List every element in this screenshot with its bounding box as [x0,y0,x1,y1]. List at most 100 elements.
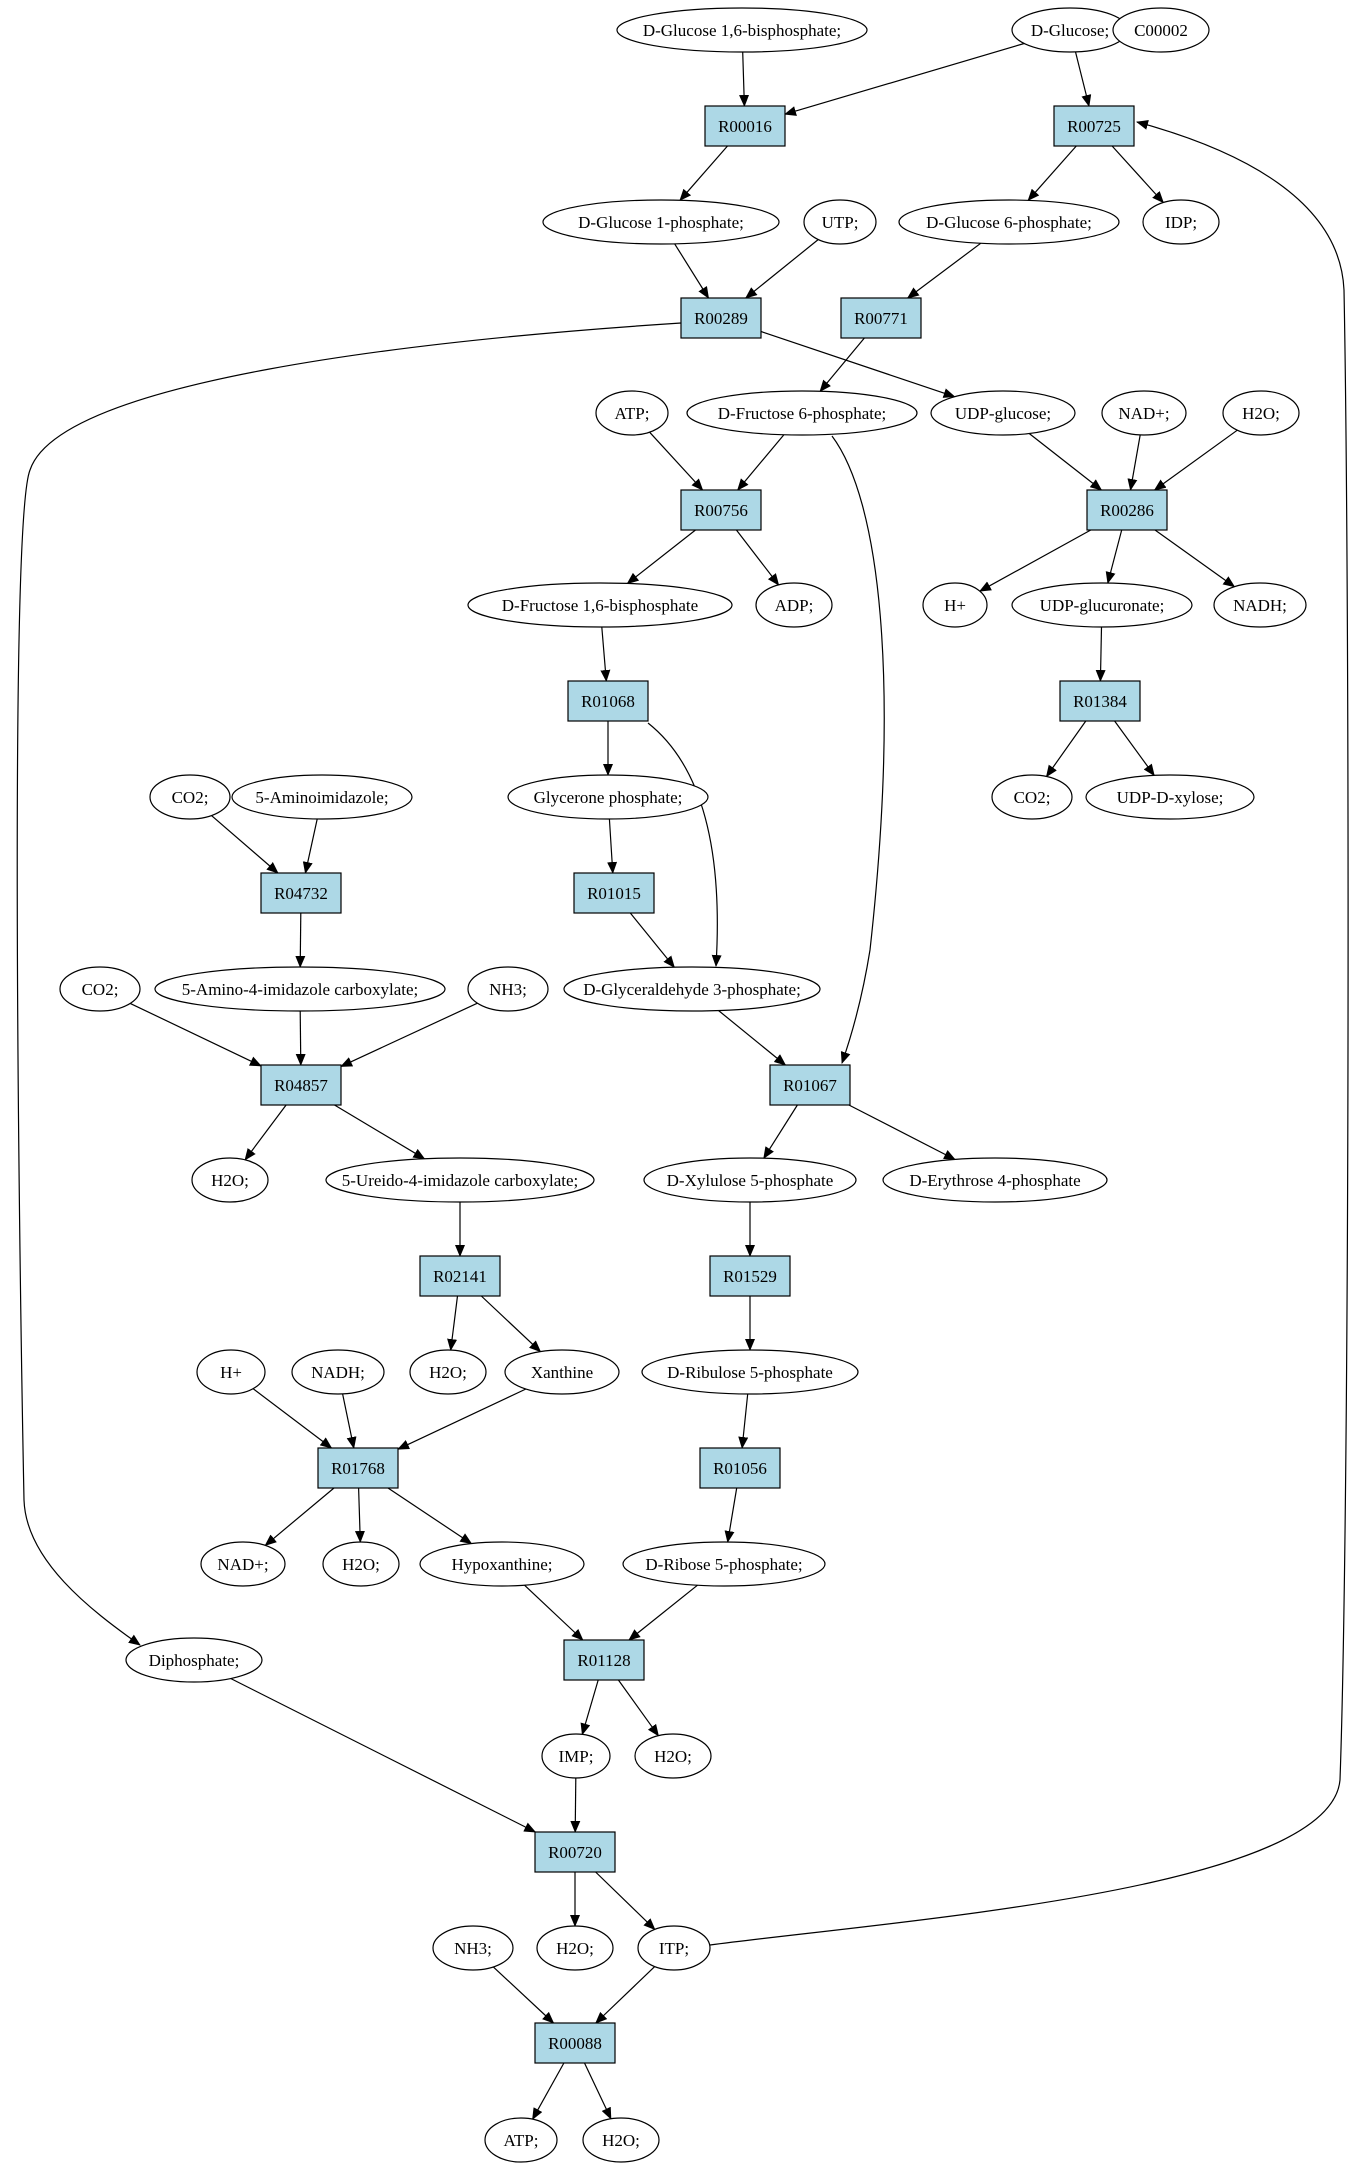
compound-label: H2O; [1242,404,1280,423]
compound-node-udpglcur[interactable]: UDP-glucuronate; [1011,582,1193,628]
edge-r01068-to-gap [647,722,722,967]
compound-node-nh3b[interactable]: NH3; [432,1925,514,1971]
reaction-label: R00088 [548,2034,602,2053]
compound-node-ureido[interactable]: 5-Ureido-4-imidazole carboxylate; [325,1157,595,1203]
reaction-node-r01768[interactable]: R01768 [317,1447,399,1489]
compound-node-nadh1[interactable]: NADH; [1213,582,1307,628]
compound-node-idp[interactable]: IDP; [1142,199,1220,245]
compound-node-g6p[interactable]: D-Glucose 6-phosphate; [898,199,1120,245]
compound-node-utp[interactable]: UTP; [803,199,877,245]
compound-label: D-Glucose 1-phosphate; [578,213,744,232]
compound-node-hypox[interactable]: Hypoxanthine; [419,1541,585,1587]
edge-aica-to-r04857 [295,1010,306,1066]
edge-r00289-to-udpglc [760,330,956,398]
compound-node-nadh2[interactable]: NADH; [291,1349,385,1395]
compound-label: NAD+; [1118,404,1169,423]
reaction-node-r01068[interactable]: R01068 [567,680,649,722]
compound-node-f16bp[interactable]: D-Fructose 1,6-bisphosphate [467,582,733,628]
compound-node-aminoimid[interactable]: 5-Aminoimidazole; [231,774,413,820]
compound-ellipse [1011,582,1193,628]
edge-r00286-to-udpglcur [1105,529,1123,584]
compound-node-ru5p[interactable]: D-Ribulose 5-phosphate [641,1349,859,1395]
reaction-node-r00286[interactable]: R00286 [1086,489,1168,531]
compound-node-gap[interactable]: D-Glyceraldehyde 3-phosphate; [563,966,821,1012]
reaction-node-r00289[interactable]: R00289 [680,297,762,339]
compound-ellipse [542,199,780,245]
reaction-node-r01384[interactable]: R01384 [1059,680,1141,722]
reaction-node-r00016[interactable]: R00016 [704,105,786,147]
compound-node-co2c[interactable]: CO2; [59,966,141,1012]
edge-co2a-to-r04732 [211,815,279,874]
compound-node-h2o4[interactable]: H2O; [322,1541,400,1587]
compound-node-co2a[interactable]: CO2; [149,774,231,820]
reaction-node-r00720[interactable]: R00720 [534,1831,616,1873]
reaction-node-r00771[interactable]: R00771 [840,297,922,339]
compound-node-hplus2[interactable]: H+ [196,1349,266,1395]
compound-node-nh3a[interactable]: NH3; [467,966,549,1012]
reaction-node-r01056[interactable]: R01056 [699,1447,781,1489]
compound-node-aica[interactable]: 5-Amino-4-imidazole carboxylate; [154,966,446,1012]
reaction-node-r00756[interactable]: R00756 [680,489,762,531]
compound-node-g1p[interactable]: D-Glucose 1-phosphate; [542,199,780,245]
compound-ellipse [322,1541,400,1587]
reaction-node-r04857[interactable]: R04857 [260,1064,342,1106]
compound-node-h2o6[interactable]: H2O; [536,1925,614,1971]
compound-node-atp2[interactable]: ATP; [484,2117,558,2163]
compound-node-h2o3[interactable]: H2O; [409,1349,487,1395]
compound-node-ppi[interactable]: Diphosphate; [125,1637,263,1683]
compound-ellipse [196,1349,266,1395]
compound-node-glc16bp[interactable]: D-Glucose 1,6-bisphosphate; [616,7,868,53]
compound-node-hplus1[interactable]: H+ [922,582,988,628]
compound-node-atp1[interactable]: ATP; [595,390,669,436]
compound-node-h2o1[interactable]: H2O; [1222,390,1300,436]
compound-node-co2b[interactable]: CO2; [991,774,1073,820]
compound-ellipse [419,1541,585,1587]
compound-node-h2o5[interactable]: H2O; [634,1733,712,1779]
edge-xanthine-to-r01768 [397,1388,527,1450]
compound-label: NADH; [1233,596,1287,615]
reaction-node-r01015[interactable]: R01015 [573,872,655,914]
compound-node-nad1[interactable]: NAD+; [1101,390,1187,436]
reaction-node-r04732[interactable]: R04732 [260,872,342,914]
reaction-label: R00771 [854,309,908,328]
reaction-label: R00289 [694,309,748,328]
reaction-node-r00725[interactable]: R00725 [1053,105,1135,147]
compound-label: C00002 [1134,21,1188,40]
compound-node-xanthine[interactable]: Xanthine [504,1349,620,1395]
compound-node-h2o2[interactable]: H2O; [191,1157,269,1203]
compound-node-r5p[interactable]: D-Ribose 5-phosphate; [622,1541,826,1587]
reaction-node-r00088[interactable]: R00088 [534,2022,616,2064]
reaction-box [680,297,762,339]
edge-r02141-to-h2o3 [447,1295,459,1352]
reaction-node-r01067[interactable]: R01067 [769,1064,851,1106]
compound-label: IDP; [1165,213,1197,232]
edge-g6p-to-r00771 [906,242,982,299]
edge-dhap-to-r01015 [607,818,618,874]
compound-node-itp[interactable]: ITP; [637,1925,711,1971]
edge-r01384-to-udpxyl [1114,720,1155,777]
compound-node-udpglc[interactable]: UDP-glucose; [930,390,1076,436]
compound-node-xu5p[interactable]: D-Xylulose 5-phosphate [643,1157,857,1203]
reaction-node-r01529[interactable]: R01529 [709,1255,791,1297]
compound-ellipse [467,966,549,1012]
compound-label: H+ [944,596,966,615]
compound-node-nad2[interactable]: NAD+; [200,1541,286,1587]
compound-ellipse [125,1637,263,1683]
compound-node-adp[interactable]: ADP; [755,582,833,628]
edge-udpglcur-to-r01384 [1095,626,1106,682]
compound-label: NADH; [311,1363,365,1382]
compound-node-glucose[interactable]: D-Glucose; [1011,7,1129,53]
reaction-node-r01128[interactable]: R01128 [563,1639,645,1681]
compound-node-f6p[interactable]: D-Fructose 6-phosphate; [686,390,918,436]
compound-label: D-Glucose; [1031,21,1109,40]
reaction-node-r02141[interactable]: R02141 [419,1255,501,1297]
compound-node-e4p[interactable]: D-Erythrose 4-phosphate [882,1157,1108,1203]
compound-node-h2o7[interactable]: H2O; [582,2117,660,2163]
compound-label: ITP; [659,1939,689,1958]
compound-label: UDP-glucose; [955,404,1051,423]
compound-node-imp[interactable]: IMP; [541,1733,611,1779]
compound-node-c00002[interactable]: C00002 [1112,7,1210,53]
compound-node-udpxyl[interactable]: UDP-D-xylose; [1085,774,1255,820]
compound-ellipse [622,1541,826,1587]
compound-node-dhap[interactable]: Glycerone phosphate; [507,774,709,820]
